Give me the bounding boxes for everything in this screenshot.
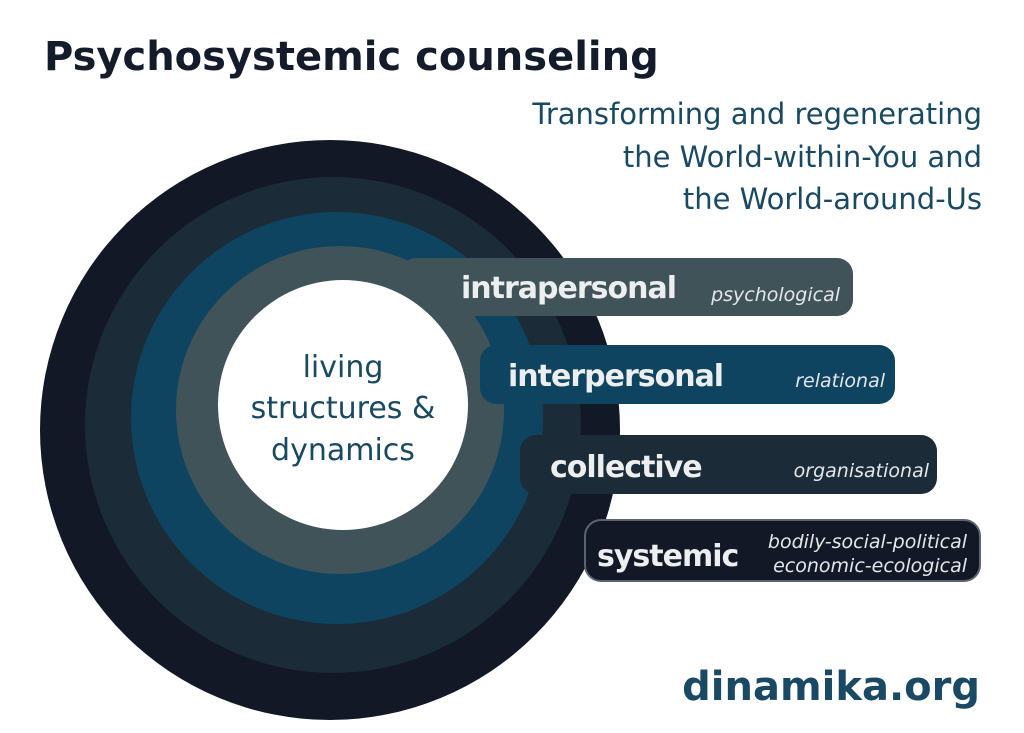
level-desc-systemic-2: economic-ecological: [773, 555, 968, 577]
bar-interpersonal: [480, 345, 895, 404]
level-label-collective: collective: [550, 450, 702, 485]
subtitle-line-1: Transforming and regenerating: [531, 97, 982, 131]
level-label-interpersonal: interpersonal: [508, 359, 723, 394]
level-desc-intrapersonal: psychological: [710, 284, 841, 306]
subtitle-line-3: the World-around-Us: [683, 182, 982, 216]
center-line-1: living: [303, 350, 384, 385]
center-line-3: dynamics: [271, 433, 415, 468]
level-label-systemic: systemic: [597, 539, 738, 574]
level-desc-systemic-1: bodily-social-political: [768, 531, 968, 553]
brand-url: dinamika.org: [682, 664, 980, 710]
center-circle: [218, 280, 468, 530]
page-title: Psychosystemic counseling: [44, 34, 659, 80]
level-desc-collective: organisational: [794, 460, 930, 482]
bar-systemic: [584, 519, 981, 582]
bar-collective: [520, 435, 937, 494]
center-line-2: structures &: [251, 391, 436, 426]
subtitle-line-2: the World-within-You and: [623, 140, 982, 174]
level-label-intrapersonal: intrapersonal: [461, 271, 676, 306]
level-desc-interpersonal: relational: [795, 370, 885, 392]
bar-intrapersonal: [400, 258, 853, 316]
